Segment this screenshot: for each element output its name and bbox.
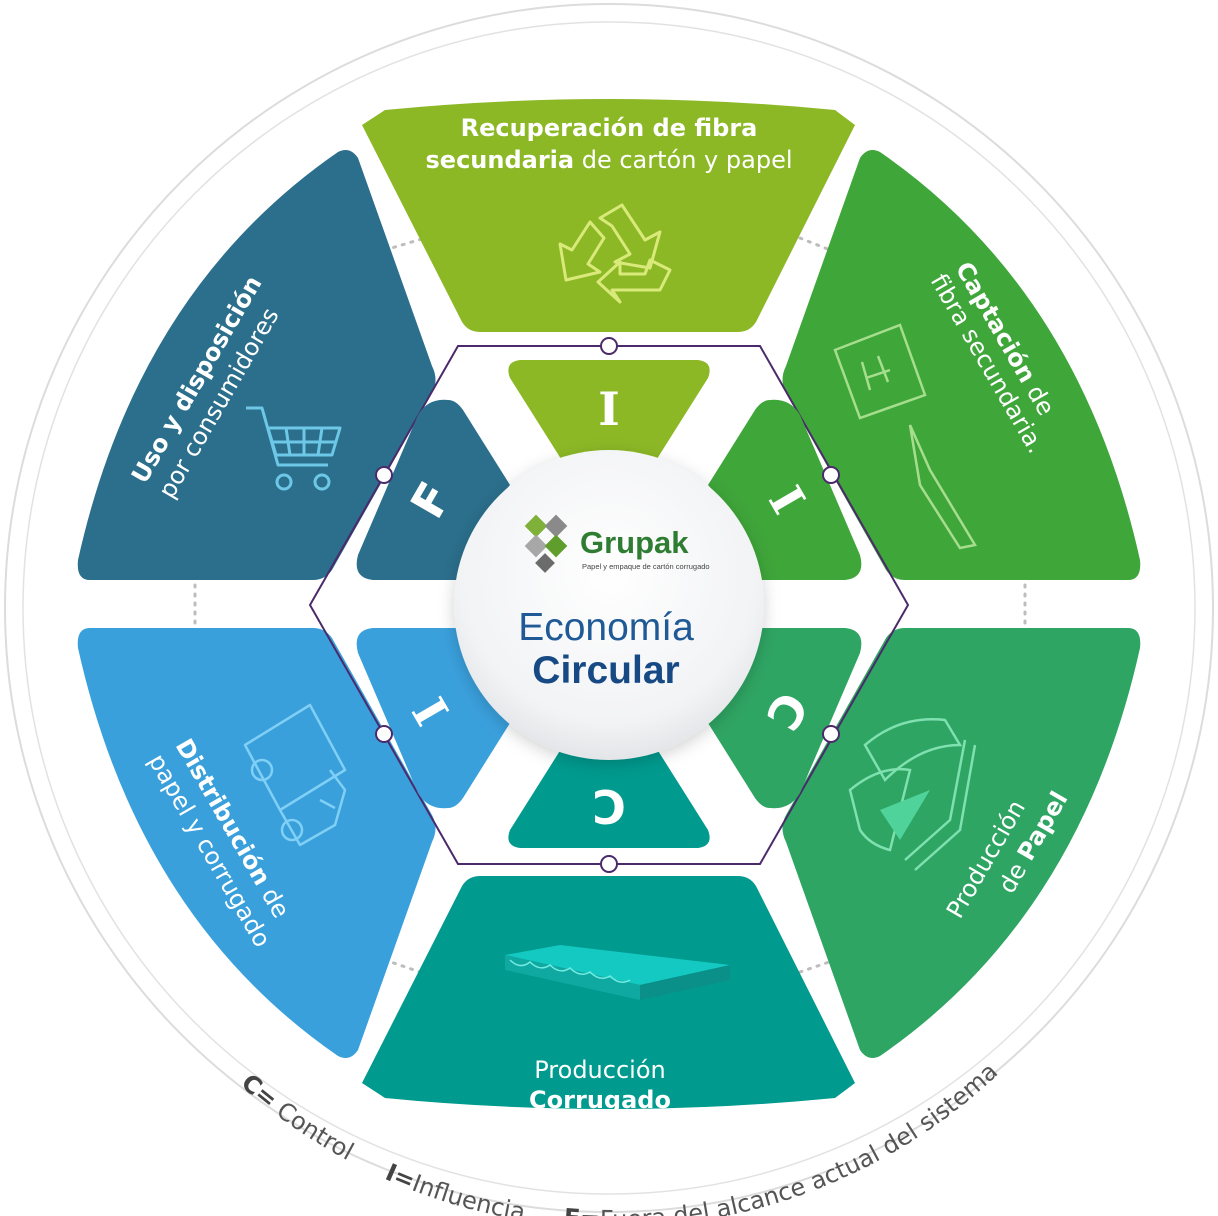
shopping-cart-icon — [246, 406, 342, 491]
segment-upper-left[interactable] — [77, 150, 436, 580]
corrugated-board-icon — [505, 945, 730, 1000]
bottom-segment-label: Producción — [534, 1056, 665, 1084]
grupak-logo-icon — [524, 514, 568, 573]
scope-hexagon — [308, 345, 910, 865]
truck-icon — [243, 703, 347, 847]
logo-tagline: Papel y empaque de cartón corrugado — [582, 562, 710, 571]
segment-lower-right[interactable] — [782, 628, 1141, 1058]
segment-top[interactable] — [362, 99, 855, 332]
paper-stack-icon — [848, 718, 977, 871]
center-circle — [454, 450, 764, 760]
dotted-connectors — [193, 236, 1027, 974]
letter-top: I — [598, 382, 620, 436]
paper-sheet-icon — [833, 323, 977, 550]
logo-name: Grupak — [580, 525, 689, 560]
hexagon-nodes — [375, 337, 840, 873]
inner-segment-top[interactable] — [508, 360, 710, 470]
top-segment-label: Recuperación de fibra — [461, 114, 758, 142]
segment-upper-right[interactable] — [782, 150, 1141, 580]
bottom-segment-label-bold: Corrugado — [529, 1086, 671, 1114]
letter-bottom: C — [592, 779, 626, 833]
top-segment-label-line2: secundaria de cartón y papel — [426, 146, 793, 174]
paper-fold — [880, 790, 930, 840]
recycle-icon — [558, 203, 672, 304]
segment-lower-left[interactable] — [77, 628, 436, 1058]
center-title-bold: Circular — [532, 649, 679, 692]
inner-segment-bottom[interactable] — [508, 738, 710, 848]
outer-ring — [4, 3, 1214, 1213]
center-title-light: Economía — [518, 606, 694, 649]
